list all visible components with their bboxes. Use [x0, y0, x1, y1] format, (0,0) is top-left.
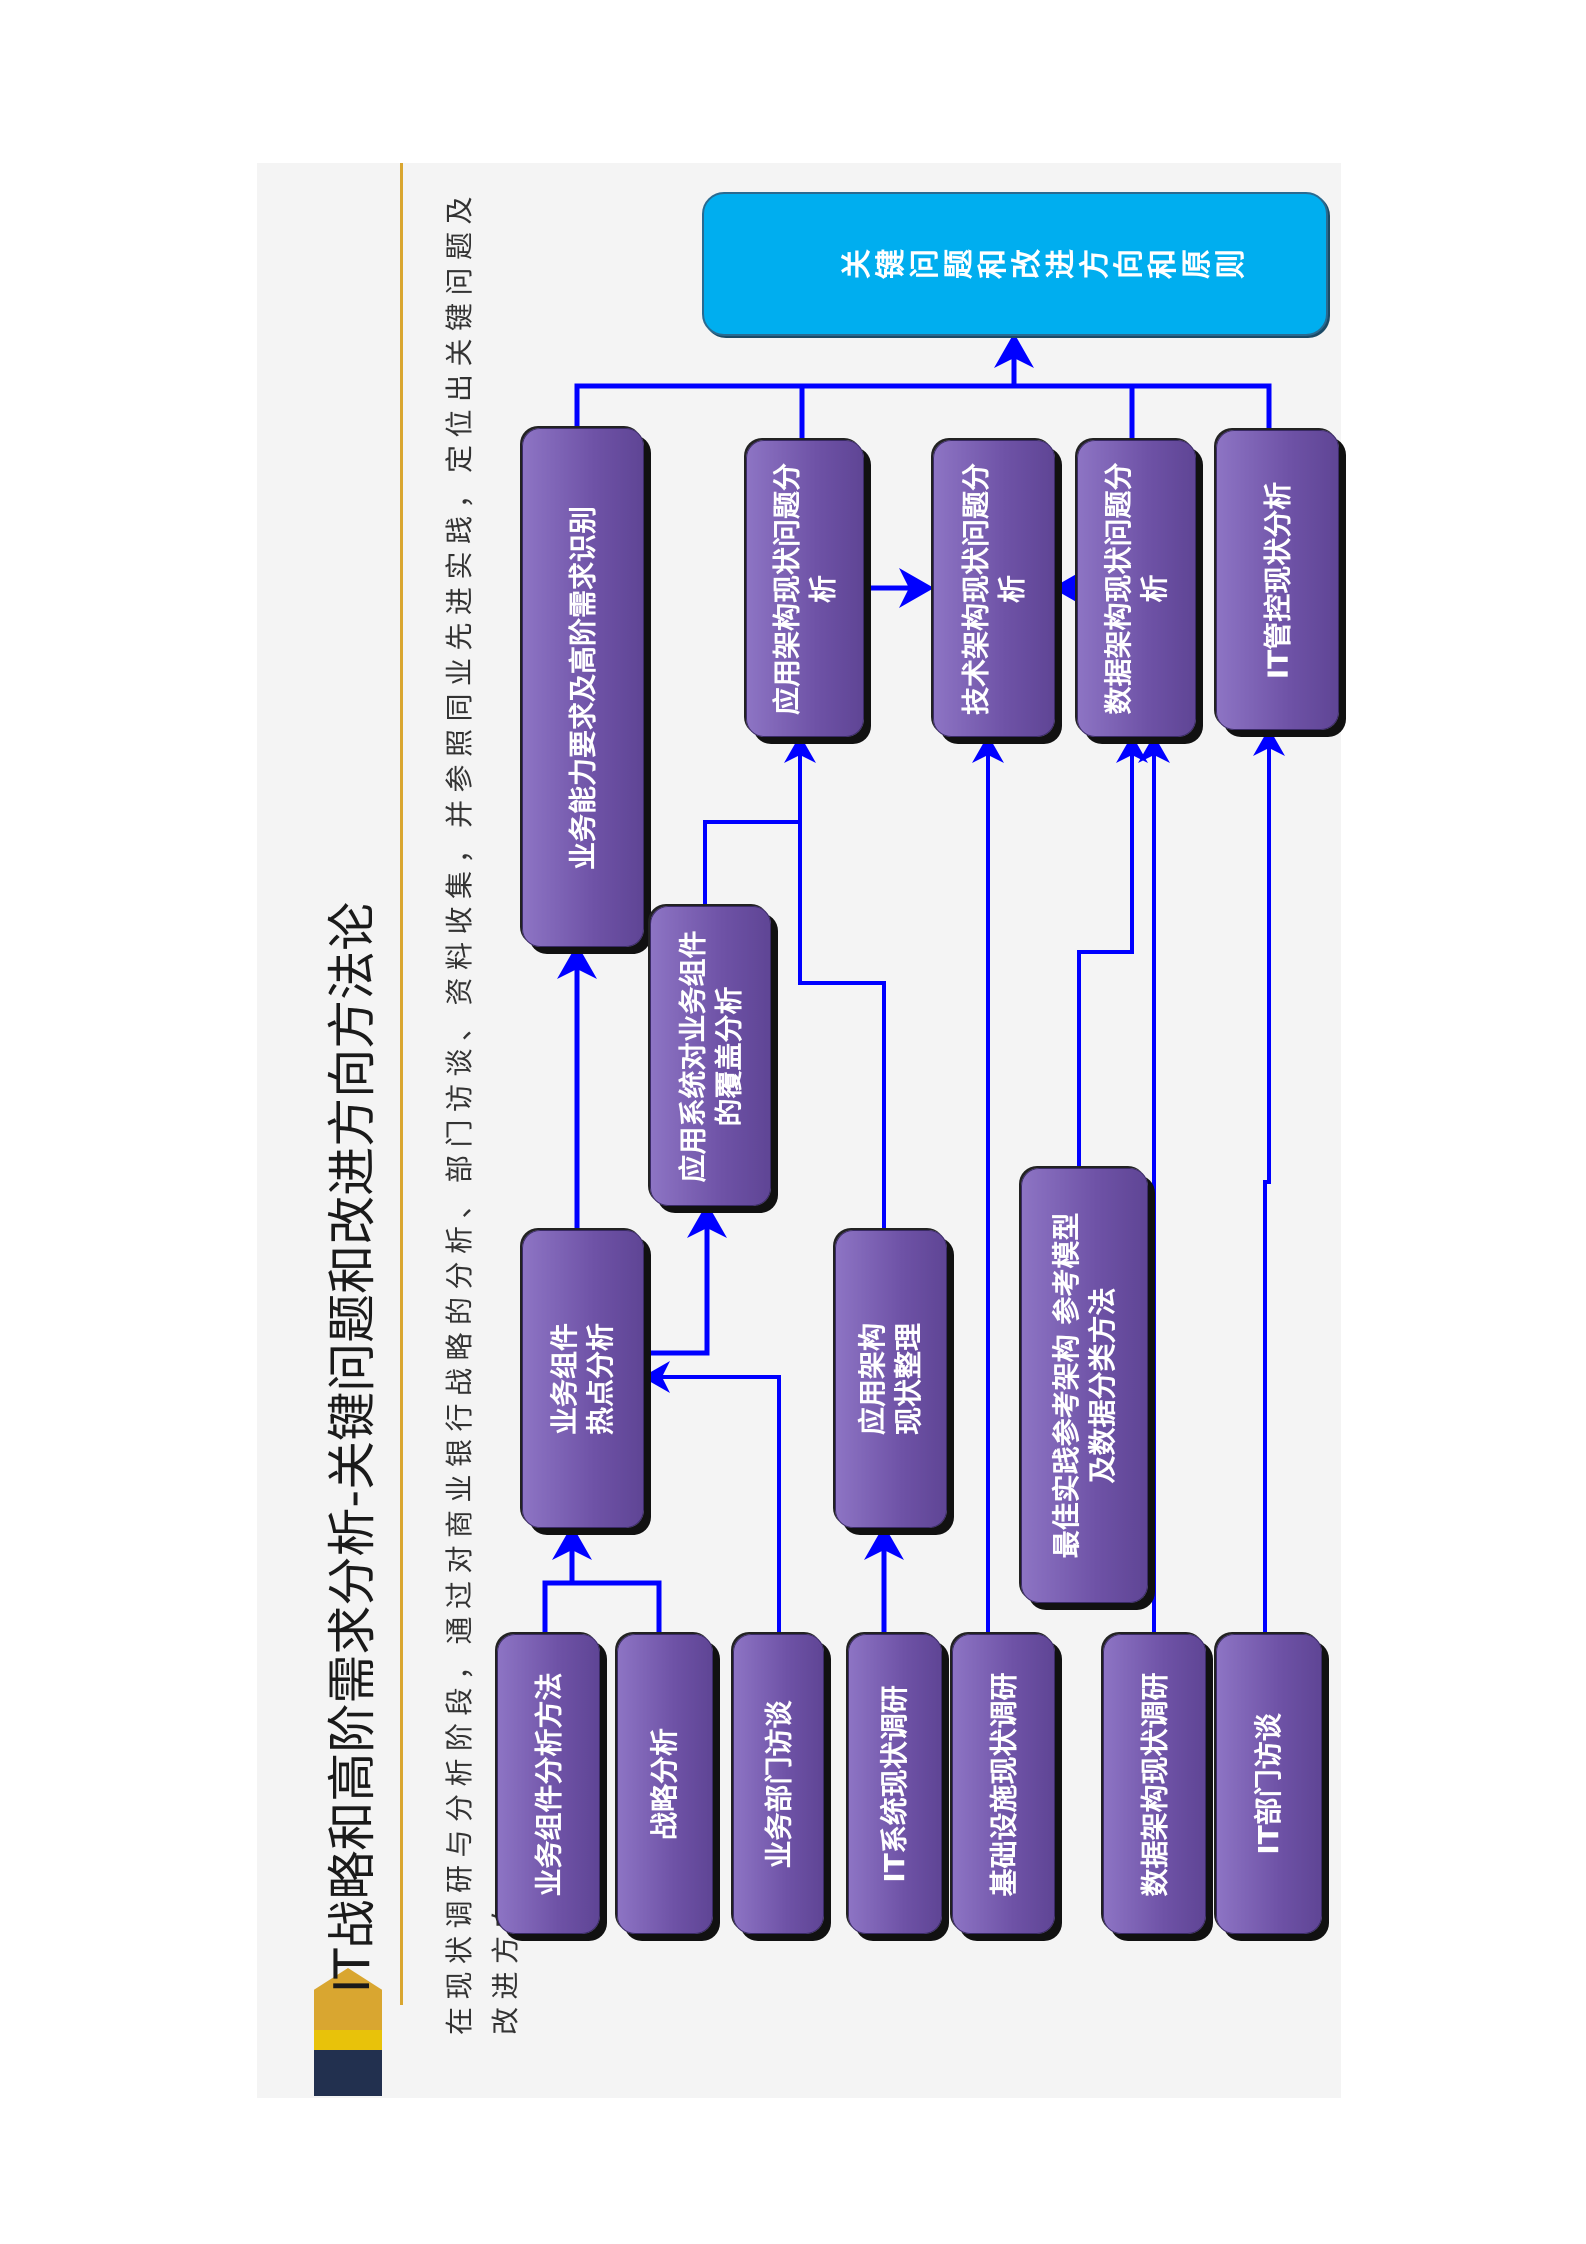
box-label: 应用架构现状问题分析 — [770, 462, 839, 715]
box-label: 业务能力要求及高阶需求识别 — [566, 505, 599, 870]
box-label: IT系统现状调研 — [878, 1685, 911, 1883]
data-arch-analysis-box: 数据架构现状问题分析 — [1077, 440, 1196, 737]
it-governance-analysis-box: IT管控现状分析 — [1216, 430, 1339, 730]
box-label: 最佳实践参考架构 参考模型及数据分类方法 — [1049, 1212, 1119, 1559]
arrow-coverage-to-app-analysis — [703, 735, 816, 906]
line-app-sorting-to-app-analysis — [798, 822, 886, 1230]
output-key-issues-box: 关键问题和改进方向和原则 — [702, 192, 1328, 336]
input-box: 基础设施现状调研 — [952, 1634, 1055, 1934]
app-arch-analysis-box: 应用架构现状问题分析 — [746, 440, 864, 737]
hotspot-analysis-box: 业务组件热点分析 — [522, 1230, 644, 1528]
bus-line — [574, 383, 1272, 440]
app-arch-sorting-box: 应用架构现状整理 — [835, 1230, 947, 1528]
tech-arch-analysis-box: 技术架构现状问题分析 — [933, 440, 1055, 737]
box-label: 应用系统对业务组件的覆盖分析 — [675, 930, 745, 1183]
title-accent-block — [314, 2050, 382, 2096]
box-label: 数据架构现状调研 — [1137, 1672, 1171, 1897]
best-practice-box: 最佳实践参考架构 参考模型及数据分类方法 — [1021, 1168, 1148, 1603]
box-label: 业务组件分析方法 — [531, 1672, 565, 1897]
box-label: 业务部门访谈 — [761, 1700, 795, 1869]
box-label: 数据架构现状问题分析 — [1101, 462, 1171, 715]
coverage-analysis-box: 应用系统对业务组件的覆盖分析 — [650, 906, 771, 1206]
arrow-best-practice-to-data — [1077, 735, 1148, 1168]
box-label: IT部门访谈 — [1252, 1713, 1285, 1855]
input-box: 数据架构现状调研 — [1103, 1634, 1206, 1934]
box-label: IT管控现状分析 — [1260, 481, 1294, 679]
input-box: IT部门访谈 — [1216, 1634, 1322, 1934]
arrow-biz-interview-to-hotspot — [642, 1361, 781, 1634]
box-label: 业务组件热点分析 — [548, 1323, 617, 1436]
title-accent-bar — [314, 2030, 382, 2050]
arrow-method-strategy-to-hotspot — [545, 1530, 662, 1634]
box-label: 应用架构现状整理 — [856, 1323, 925, 1436]
box-label: 基础设施现状调研 — [986, 1672, 1020, 1897]
output-label: 关键问题和改进方向和原则 — [840, 249, 1249, 279]
input-box: IT系统现状调研 — [848, 1634, 942, 1934]
input-box: 业务部门访谈 — [733, 1634, 824, 1934]
input-box: 业务组件分析方法 — [497, 1634, 600, 1934]
box-label: 技术架构现状问题分析 — [959, 462, 1028, 715]
arrow-it-interview-to-governance — [1253, 728, 1285, 1634]
input-box: 战略分析 — [617, 1634, 713, 1934]
arrow-hotspot-to-coverage — [642, 1203, 727, 1356]
box-label: 战略分析 — [648, 1728, 681, 1841]
business-capability-box: 业务能力要求及高阶需求识别 — [522, 428, 644, 947]
gold-divider — [400, 163, 403, 2005]
